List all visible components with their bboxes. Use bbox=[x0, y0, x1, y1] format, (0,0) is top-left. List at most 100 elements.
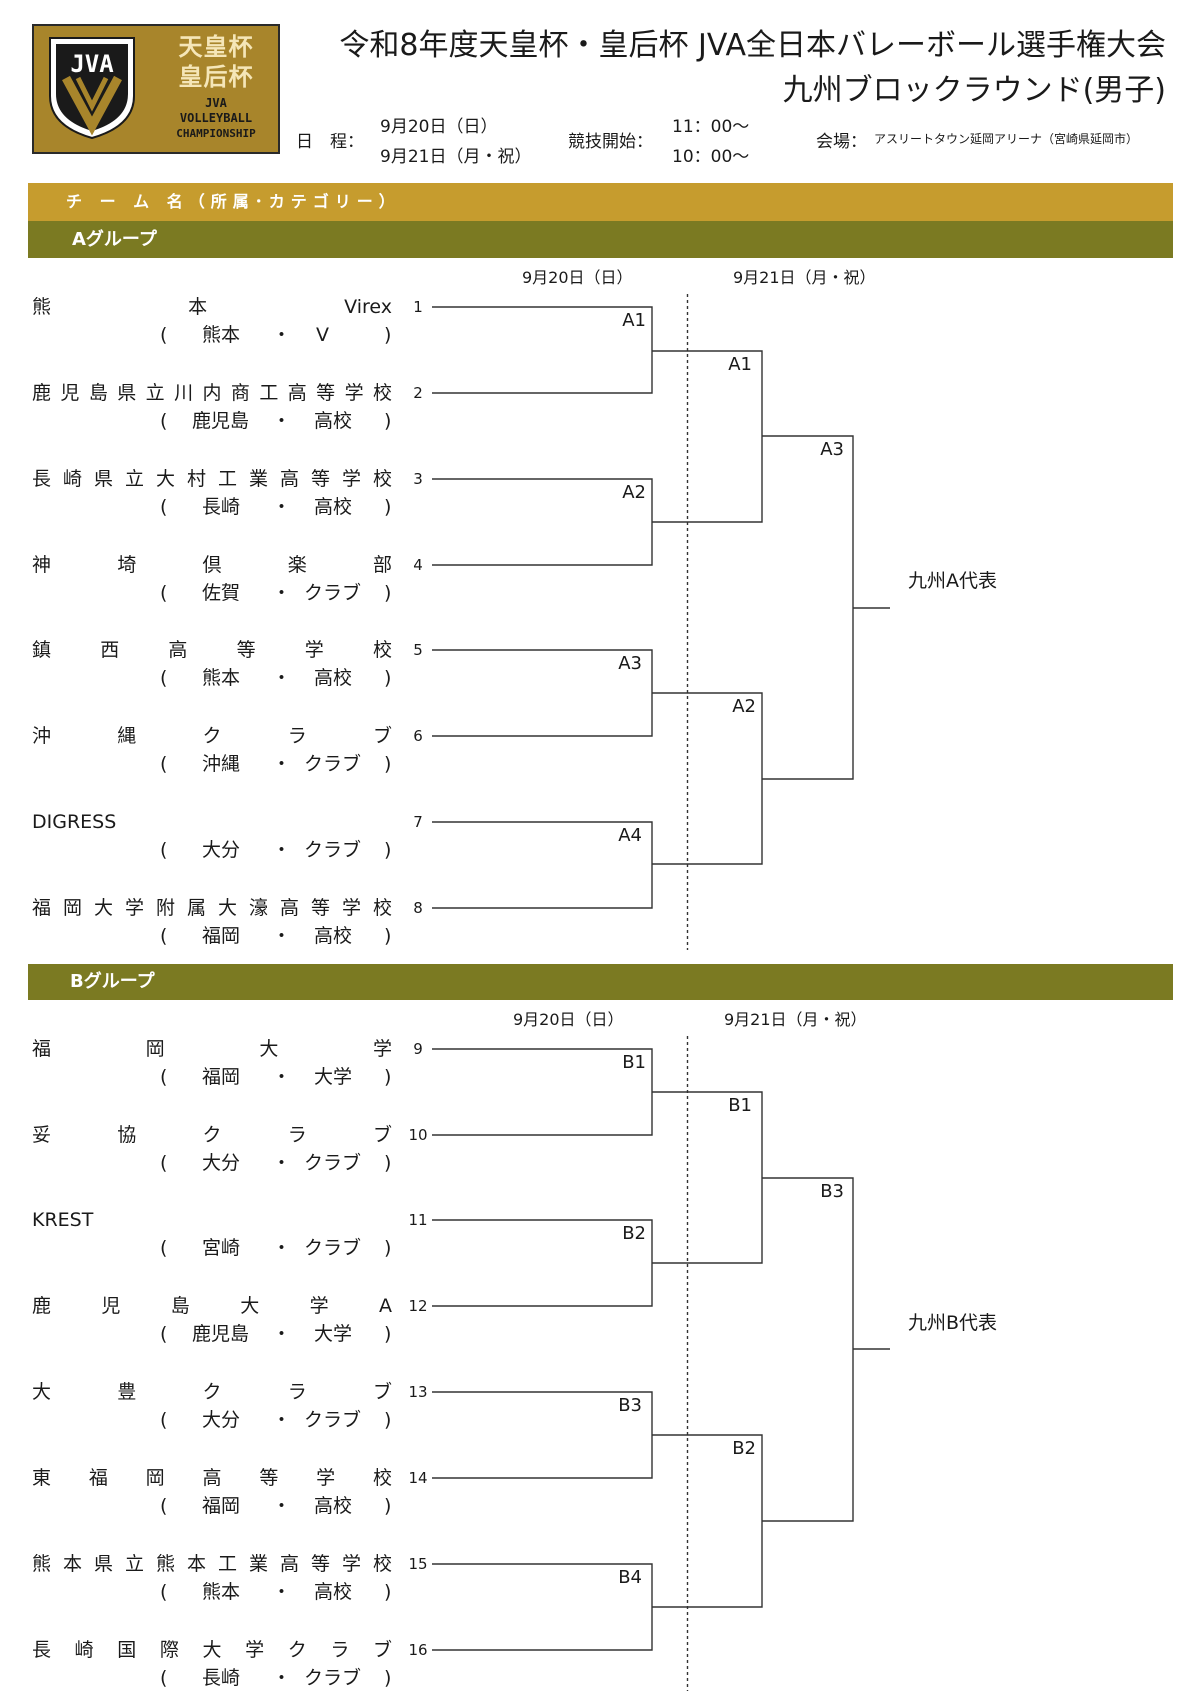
team-affiliation: (大分・クラブ) bbox=[160, 1152, 392, 1174]
match-label: A3 bbox=[820, 439, 844, 460]
team-seed: 10 bbox=[408, 1126, 428, 1144]
venue-name: アスリートタウン延岡アリーナ（宮崎県延岡市） bbox=[874, 132, 1139, 146]
team-seed: 1 bbox=[413, 298, 423, 316]
logo-text-jva: JVA bbox=[205, 96, 227, 110]
team-prefecture: 宮崎 bbox=[202, 1237, 241, 1259]
team-seed: 16 bbox=[408, 1641, 428, 1659]
team-seed: 4 bbox=[413, 556, 423, 574]
logo-letters: JVA bbox=[70, 50, 114, 78]
team-prefecture: 大分 bbox=[202, 839, 241, 861]
group-b-bracket bbox=[432, 1036, 890, 1691]
team-affiliation: (福岡・高校) bbox=[160, 1495, 392, 1517]
team-prefecture: 鹿児島 bbox=[192, 1323, 250, 1345]
team-name: 神埼倶楽部 bbox=[32, 554, 392, 576]
team-prefecture: 大分 bbox=[202, 1409, 241, 1431]
tournament-subtitle: 九州ブロックラウンド(男子) bbox=[782, 73, 1166, 108]
group-b-representative: 九州B代表 bbox=[908, 1312, 998, 1334]
jva-logo: JVA 天皇杯 皇后杯 JVA VOLLEYBALL CHAMPIONSHIP bbox=[32, 24, 280, 154]
team-category: 高校 bbox=[314, 1495, 353, 1517]
team-prefecture: 佐賀 bbox=[202, 582, 241, 604]
team-name: 大豊クラブ bbox=[32, 1381, 392, 1403]
match-b-final-lines bbox=[762, 1177, 854, 1522]
team-affiliation: (佐賀・クラブ) bbox=[160, 582, 392, 604]
team-seed: 2 bbox=[413, 384, 423, 402]
schedule-day1: 9月20日（日） bbox=[380, 117, 498, 137]
group-a-bracket bbox=[432, 294, 890, 950]
team-affiliation: (熊本・V) bbox=[160, 324, 392, 346]
match-label: A1 bbox=[728, 354, 752, 375]
schedule-label: 日 程： bbox=[296, 132, 364, 152]
team-category: 高校 bbox=[314, 925, 353, 947]
team-seed: 13 bbox=[408, 1383, 428, 1401]
match-label: B2 bbox=[732, 1438, 756, 1459]
group-b-date-day1: 9月20日（日） bbox=[513, 1010, 624, 1029]
team-prefecture: 福岡 bbox=[202, 1495, 241, 1517]
team-prefecture: 大分 bbox=[202, 1152, 241, 1174]
logo-text-emperor: 天皇杯 bbox=[178, 33, 254, 61]
match-a1-lines bbox=[432, 306, 653, 394]
match-a-r2-top-lines bbox=[652, 350, 763, 523]
team-category: クラブ bbox=[304, 839, 362, 861]
team-name: KREST bbox=[32, 1209, 94, 1231]
start-time-day1: 11：00〜 bbox=[672, 117, 750, 137]
team-prefecture: 長崎 bbox=[202, 496, 241, 518]
team-affiliation: (鹿児島・高校) bbox=[160, 410, 392, 432]
match-label: B3 bbox=[820, 1181, 844, 1202]
team-prefecture: 熊本 bbox=[202, 1581, 241, 1603]
start-time-label: 競技開始： bbox=[568, 132, 653, 152]
team-affiliation: (熊本・高校) bbox=[160, 1581, 392, 1603]
group-a-header: Aグループ bbox=[28, 221, 1173, 258]
match-label: A1 bbox=[622, 310, 646, 331]
tournament-title: 令和8年度天皇杯・皇后杯 JVA全日本バレーボール選手権大会 bbox=[339, 28, 1166, 63]
match-a4-lines bbox=[432, 821, 653, 909]
team-seed: 7 bbox=[413, 813, 423, 831]
team-category: クラブ bbox=[304, 1409, 362, 1431]
team-affiliation: (福岡・高校) bbox=[160, 925, 392, 947]
group-b-header: Bグループ bbox=[28, 964, 1173, 1000]
group-a-date-day1: 9月20日（日） bbox=[522, 268, 633, 287]
match-b-r2-bottom-lines bbox=[652, 1434, 763, 1608]
team-category: クラブ bbox=[304, 1152, 362, 1174]
team-affiliation: (鹿児島・大学) bbox=[160, 1323, 392, 1345]
team-affiliation: (沖縄・クラブ) bbox=[160, 753, 392, 775]
team-category: 高校 bbox=[314, 1581, 353, 1603]
team-category: クラブ bbox=[304, 1237, 362, 1259]
team-category: クラブ bbox=[304, 1667, 362, 1689]
team-category: 高校 bbox=[314, 496, 353, 518]
team-name: 長崎国際大学クラブ bbox=[32, 1639, 392, 1661]
team-affiliation: (宮崎・クラブ) bbox=[160, 1237, 392, 1259]
team-affiliation: (熊本・高校) bbox=[160, 667, 392, 689]
match-label: B1 bbox=[728, 1095, 752, 1116]
match-label: B2 bbox=[622, 1223, 646, 1244]
team-prefecture: 熊本 bbox=[202, 667, 241, 689]
logo-text-championship: CHAMPIONSHIP bbox=[176, 127, 256, 140]
team-prefecture: 熊本 bbox=[202, 324, 241, 346]
match-label: A4 bbox=[618, 825, 642, 846]
logo-text-empress: 皇后杯 bbox=[178, 63, 254, 91]
team-name: 福岡大学附属大濠高等学校 bbox=[32, 897, 392, 919]
team-prefecture: 福岡 bbox=[202, 1066, 241, 1088]
match-a-r2-bottom-lines bbox=[652, 692, 763, 865]
team-name: 熊本県立熊本工業高等学校 bbox=[32, 1553, 392, 1575]
team-prefecture: 福岡 bbox=[202, 925, 241, 947]
team-name-header: チ ー ム 名（所属･カテゴリー） bbox=[28, 183, 1173, 221]
team-name: 東福岡高等学校 bbox=[32, 1467, 392, 1489]
venue-label: 会場： bbox=[816, 132, 867, 152]
team-seed: 15 bbox=[408, 1555, 428, 1573]
team-affiliation: (大分・クラブ) bbox=[160, 839, 392, 861]
team-category: 高校 bbox=[314, 667, 353, 689]
team-category: V bbox=[316, 324, 329, 346]
team-seed: 9 bbox=[413, 1040, 423, 1058]
team-name: 熊本Virex bbox=[32, 296, 392, 318]
team-category: 高校 bbox=[314, 410, 353, 432]
team-category: 大学 bbox=[314, 1323, 353, 1345]
team-name: 鹿児島大学A bbox=[32, 1295, 392, 1317]
match-label: B3 bbox=[618, 1395, 642, 1416]
team-prefecture: 長崎 bbox=[202, 1667, 241, 1689]
match-label: A2 bbox=[732, 696, 756, 717]
team-name: DIGRESS bbox=[32, 811, 117, 833]
start-time-day2: 10：00〜 bbox=[672, 147, 750, 167]
match-label: B1 bbox=[622, 1052, 646, 1073]
team-affiliation: (大分・クラブ) bbox=[160, 1409, 392, 1431]
